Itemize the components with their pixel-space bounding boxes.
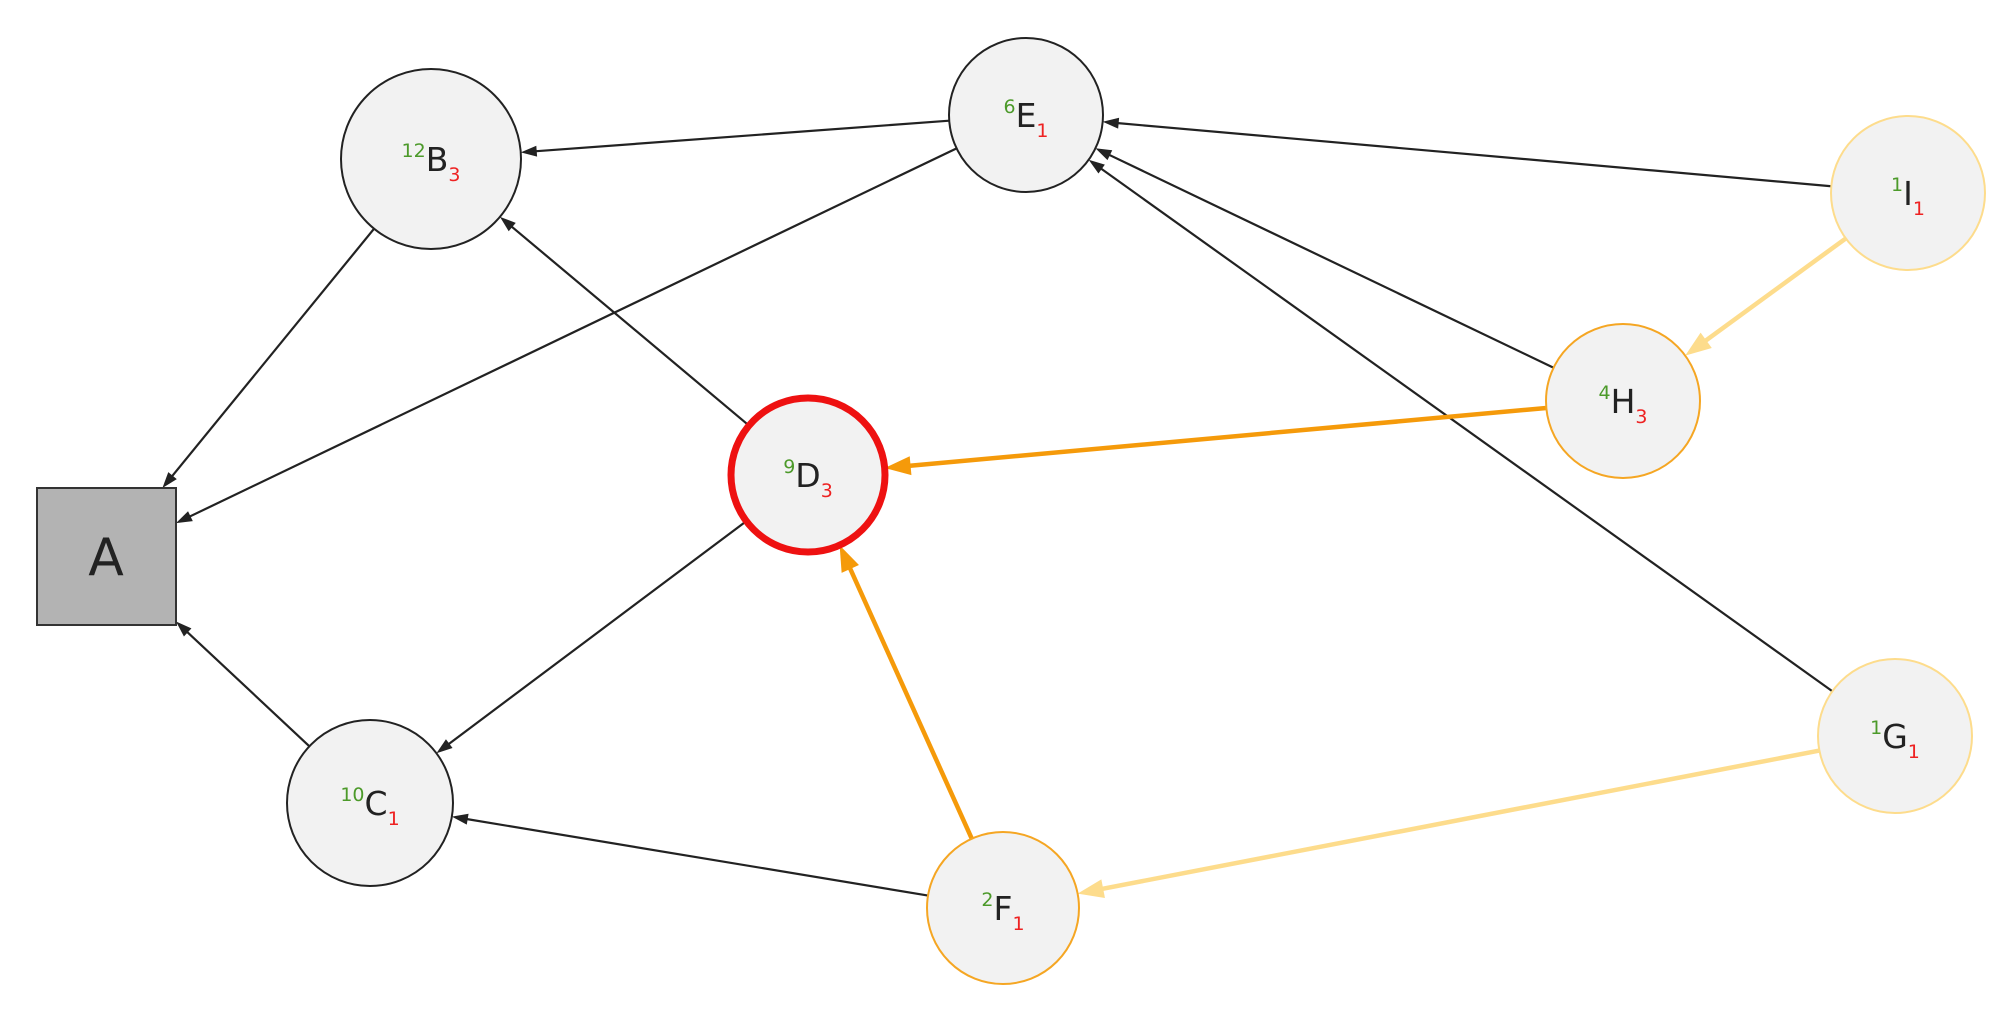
edge-d-to-c (436, 520, 748, 754)
node-i[interactable]: 1I1 (1830, 115, 1986, 271)
node-circle (727, 394, 889, 556)
edge-d-to-b (499, 216, 750, 427)
node-circle (948, 37, 1104, 193)
node-letter: B (426, 140, 449, 179)
edge-line (1703, 236, 1848, 344)
edge-arrowhead (176, 621, 192, 637)
edge-line (1100, 748, 1820, 892)
edge-g-to-e (1088, 159, 1833, 693)
node-superscript: 4 (1598, 382, 1610, 404)
root-node-a[interactable]: A (36, 487, 177, 626)
edge-g-to-f (1077, 748, 1820, 899)
edge-arrowhead (884, 456, 912, 476)
node-label: 1I1 (1891, 174, 1925, 220)
edge-arrowhead (1095, 148, 1113, 161)
node-circle (1817, 658, 1973, 814)
node-label: 9D3 (783, 456, 833, 502)
edge-arrowhead (839, 545, 859, 573)
edge-line (465, 817, 929, 897)
node-letter: G (1882, 717, 1908, 756)
node-subscript: 1 (1012, 913, 1024, 935)
edge-arrowhead (1077, 879, 1105, 899)
edge-f-to-c (451, 813, 929, 897)
edge-h-to-e (1095, 148, 1555, 369)
node-c[interactable]: 10C1 (286, 719, 454, 887)
edge-line (534, 119, 950, 153)
edge-line (446, 520, 748, 746)
edge-e-to-b (520, 119, 950, 157)
node-superscript: 6 (1003, 96, 1015, 118)
node-circle (926, 831, 1080, 985)
node-subscript: 3 (821, 480, 833, 502)
edge-arrowhead (436, 739, 453, 754)
node-subscript: 1 (1908, 741, 1920, 763)
node-letter: D (795, 456, 820, 495)
node-superscript: 2 (981, 889, 993, 911)
node-letter: I (1903, 174, 1913, 213)
edge-arrowhead (451, 813, 469, 825)
node-label: 6E1 (1003, 96, 1048, 142)
edge-e-to-a (176, 147, 958, 524)
edge-arrowhead (1685, 332, 1712, 356)
edge-arrowhead (1102, 117, 1120, 129)
node-subscript: 3 (1635, 406, 1647, 428)
node-circle (1545, 323, 1701, 479)
node-circle (286, 719, 454, 887)
node-e[interactable]: 6E1 (948, 37, 1104, 193)
node-h[interactable]: 4H3 (1545, 323, 1701, 479)
node-subscript: 1 (1036, 120, 1048, 142)
node-circle (340, 68, 522, 250)
node-letter: H (1611, 382, 1636, 421)
node-letter: E (1016, 96, 1037, 135)
node-f[interactable]: 2F1 (926, 831, 1080, 985)
edge-line (188, 147, 958, 519)
node-d[interactable]: 9D3 (727, 394, 889, 556)
node-subscript: 3 (448, 164, 460, 186)
edge-i-to-e (1102, 117, 1832, 188)
edge-h-to-d (884, 405, 1547, 476)
node-label: 4H3 (1598, 382, 1647, 428)
edge-line (1107, 153, 1555, 369)
edge-line (509, 224, 750, 427)
node-label: 10C1 (340, 784, 399, 830)
root-node-label: A (88, 528, 124, 588)
node-letter: F (994, 889, 1013, 928)
edge-b-to-a (162, 228, 375, 488)
node-label: 12B3 (402, 140, 461, 186)
node-subscript: 1 (388, 808, 400, 830)
node-superscript: 1 (1891, 174, 1903, 196)
node-label: 2F1 (981, 889, 1024, 935)
edges-layer (162, 117, 1848, 899)
edge-arrowhead (499, 216, 516, 232)
edge-arrowhead (176, 511, 193, 524)
edge-arrowhead (162, 472, 177, 488)
edge-line (170, 228, 375, 478)
edge-arrowhead (520, 145, 538, 157)
edge-line (847, 566, 974, 840)
edge-c-to-a (176, 621, 311, 748)
node-subscript: 1 (1913, 198, 1925, 220)
node-superscript: 12 (402, 140, 426, 162)
edge-line (1099, 167, 1833, 693)
node-letter: C (365, 784, 388, 823)
node-g[interactable]: 1G1 (1817, 658, 1973, 814)
node-superscript: 10 (340, 784, 364, 806)
node-circle (1830, 115, 1986, 271)
node-superscript: 9 (783, 456, 795, 478)
edge-line (908, 405, 1547, 469)
edge-arrowhead (1088, 159, 1105, 174)
edge-line (1116, 121, 1832, 188)
node-superscript: 1 (1870, 717, 1882, 739)
node-label: 1G1 (1870, 717, 1920, 763)
edge-i-to-h (1685, 236, 1848, 356)
node-b[interactable]: 12B3 (340, 68, 522, 250)
edge-line (185, 630, 311, 748)
edge-f-to-d (839, 545, 974, 840)
